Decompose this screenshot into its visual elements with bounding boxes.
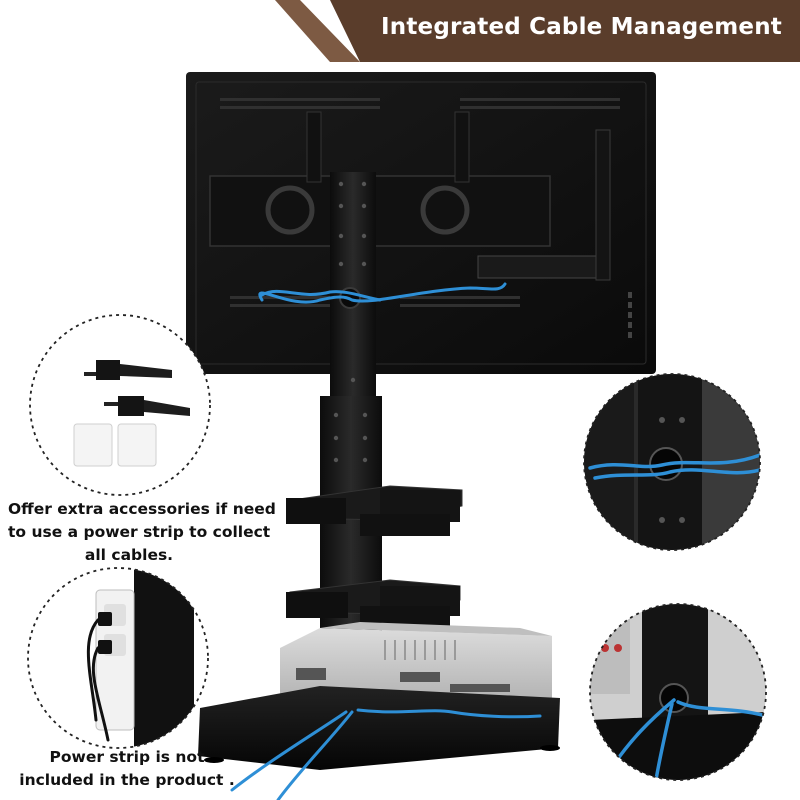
tv-back [186,72,656,374]
upper-shelf [286,485,463,536]
caption-line: all cables. [84,546,174,564]
power-strip-detail-circle [27,567,209,749]
accessories-caption: Offer extra accessories if need to use a… [8,498,276,567]
base-cable-detail-circle [589,603,767,781]
accessories-detail-circle [29,314,211,496]
cable-tie-accessory [84,360,172,380]
caption-line: included in the product . [19,771,235,789]
banner [0,0,800,62]
cables [230,282,542,800]
power-strip-caption: Power strip is not included in the produ… [0,746,254,792]
caption-line: Power strip is not [49,748,205,766]
caption-line: to use a power strip to collect [8,523,271,541]
power-plug-icon [98,612,112,654]
column-hole-detail-circle [583,373,761,551]
lower-shelf [286,579,461,628]
banner-title: Integrated Cable Management [381,14,782,40]
cable-tie-accessory [104,396,190,416]
adhesive-pad [73,423,157,467]
caption-line: Offer extra accessories if need [8,500,276,518]
